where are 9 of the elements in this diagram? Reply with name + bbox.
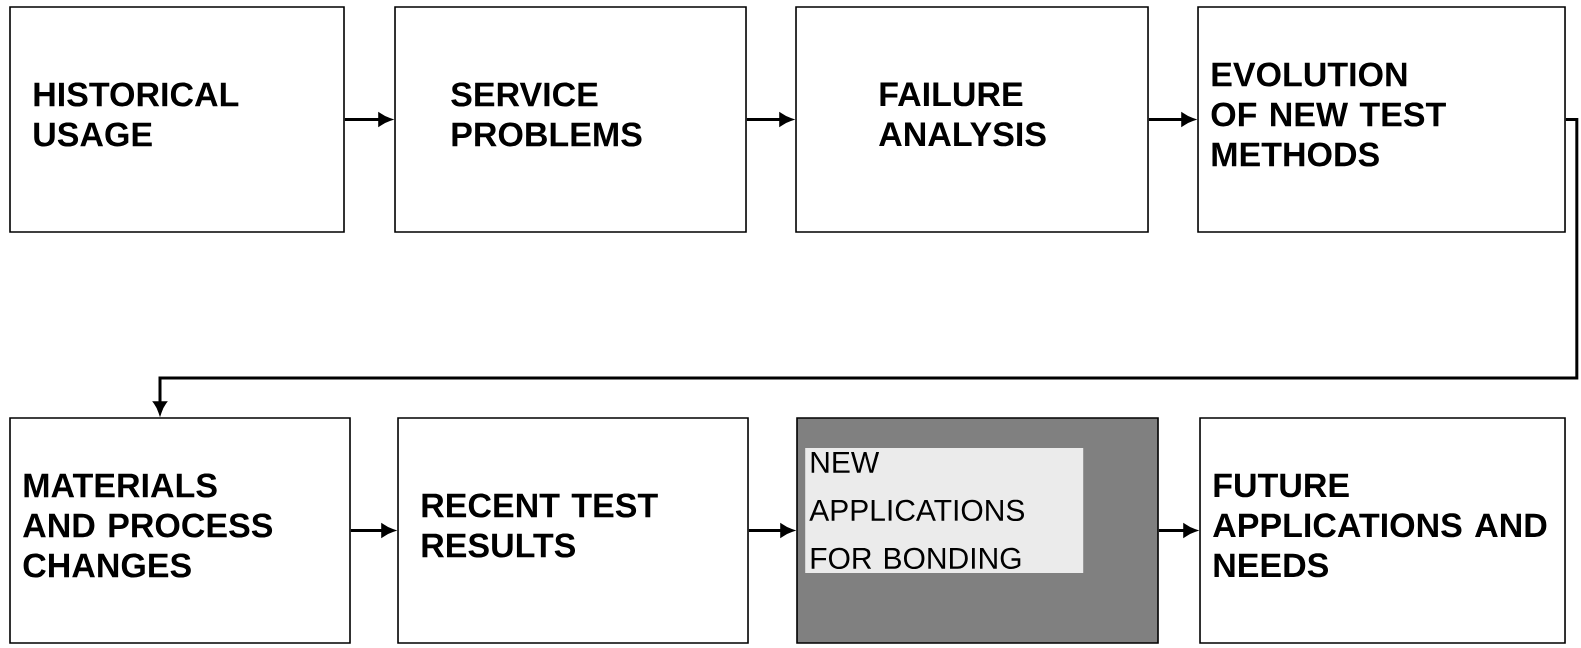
- process-box: HISTORICAL USAGE: [9, 6, 345, 233]
- process-box: EVOLUTION OF NEW TEST METHODS: [1197, 6, 1566, 233]
- process-box: SERVICE PROBLEMS: [394, 6, 747, 233]
- process-box: MATERIALS AND PROCESS CHANGES: [9, 417, 351, 644]
- arrow: [153, 118, 1579, 414]
- process-box: RECENT TEST RESULTS: [397, 417, 749, 644]
- shaded-process-box: NEW APPLICATIONS FOR BONDING: [796, 417, 1159, 644]
- process-box: FAILURE ANALYSIS: [795, 6, 1149, 233]
- process-box: FUTURE APPLICATIONS AND NEEDS: [1199, 417, 1566, 644]
